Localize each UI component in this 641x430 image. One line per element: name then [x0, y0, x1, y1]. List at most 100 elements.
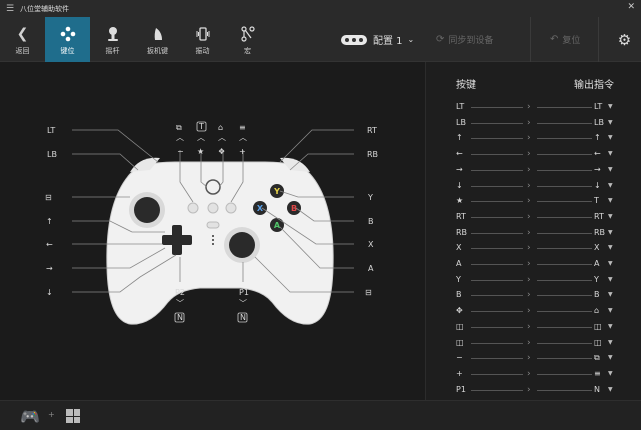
sync-label: 同步到设备 [448, 36, 494, 46]
tab-vibration[interactable]: 振动 [180, 17, 225, 62]
chevron-down-icon[interactable]: ▼ [608, 103, 613, 110]
trigger-label: 扳机键 [147, 46, 168, 55]
mapping-row: LB›LB▼ [426, 114, 641, 132]
chevron-down-icon[interactable]: ▼ [608, 291, 613, 299]
output-key[interactable]: ◫ [594, 337, 602, 347]
mapping-row: ←›←▼ [426, 145, 641, 163]
chevron-down-icon[interactable]: ▼ [608, 275, 613, 283]
joystick-icon [105, 24, 121, 44]
chevron-down-icon[interactable]: ▼ [608, 165, 613, 173]
output-key[interactable]: RT [594, 211, 604, 221]
star-icon: ★ [197, 147, 204, 156]
svg-text:︿: ︿ [176, 133, 184, 142]
connector-line [471, 264, 523, 265]
output-key[interactable]: ◫ [594, 321, 602, 331]
output-key[interactable]: Y [594, 274, 599, 284]
arrow-icon: › [527, 290, 531, 301]
tab-trigger[interactable]: 扳机键 [135, 17, 180, 62]
mapping-row: ★›T▼ [426, 192, 641, 210]
output-key[interactable]: LB [594, 117, 604, 127]
output-key[interactable]: LT [594, 102, 603, 111]
output-key[interactable]: ⧉ [594, 353, 600, 363]
input-key: RT [456, 211, 466, 221]
chevron-down-icon[interactable]: ▼ [608, 181, 613, 189]
output-key[interactable]: X [594, 243, 600, 253]
home-icon: ⌂ [218, 123, 223, 132]
mapping-row: LT›LT▼ [426, 98, 641, 116]
chevron-down-icon[interactable]: ▼ [608, 322, 613, 330]
output-key[interactable]: → [594, 164, 601, 174]
chevron-down-icon[interactable]: ▼ [608, 307, 613, 315]
connector-line [471, 326, 523, 328]
settings-gear-icon[interactable]: ⚙ [617, 30, 632, 49]
connector-line [471, 248, 523, 250]
chevron-down-icon[interactable]: ▼ [608, 197, 613, 205]
hamburger-icon[interactable]: ☰ [5, 3, 15, 14]
p2-badge: N [177, 313, 183, 322]
mapping-row: ↑›↑▼ [426, 129, 641, 147]
connector-line [471, 107, 523, 108]
input-key: + [456, 368, 463, 378]
label-y: Y [367, 193, 373, 202]
arrow-icon: › [527, 353, 531, 364]
label-b: B [368, 217, 374, 226]
arrow-icon: › [527, 274, 531, 285]
back-button[interactable]: ❮ 返回 [0, 17, 45, 62]
chevron-down-icon[interactable]: ▼ [608, 150, 613, 158]
capture-icon: ❖ [218, 147, 225, 156]
chevron-down-icon[interactable]: ▼ [608, 338, 613, 346]
output-key[interactable]: A [594, 259, 600, 268]
chevron-down-icon[interactable]: ▼ [608, 244, 613, 252]
output-key[interactable]: ← [594, 149, 601, 159]
plus-icon: + [239, 147, 246, 156]
minus-icon: − [177, 147, 184, 156]
screenshot-icon: ⧉ [176, 123, 182, 132]
input-key: B [456, 290, 462, 300]
label-lt: LT [47, 126, 55, 135]
connector-line [537, 107, 592, 108]
chevron-down-icon[interactable]: ▼ [608, 228, 613, 236]
arrow-icon: › [527, 164, 531, 175]
controller-diagram: Y B X A LT LB [45, 121, 378, 325]
connector-line [471, 358, 523, 360]
chevron-down-icon[interactable]: ▼ [608, 385, 613, 393]
chevron-down-icon[interactable]: ▼ [608, 354, 613, 362]
output-key[interactable]: B [594, 290, 600, 300]
output-key[interactable]: ↑ [594, 133, 601, 143]
arrow-icon: › [527, 227, 531, 238]
chevron-down-icon[interactable]: ▼ [608, 260, 613, 267]
chevron-left-icon: ❮ [16, 25, 29, 42]
chevron-down-icon[interactable]: ▼ [608, 369, 613, 377]
output-key[interactable]: N [594, 384, 600, 394]
chevron-down-icon[interactable]: ▼ [608, 212, 613, 220]
connector-line [537, 154, 592, 156]
chevron-down-icon[interactable]: ▼ [608, 134, 613, 142]
mapping-row: −›⧉▼ [426, 349, 641, 367]
output-key[interactable]: T [594, 196, 599, 206]
status-bar: 🎮 + [0, 400, 641, 430]
tab-macro[interactable]: 宏 [225, 17, 270, 62]
arrow-icon: › [527, 180, 531, 191]
output-key[interactable]: ⌂ [594, 306, 600, 316]
reset-button[interactable]: ↶ 复位 [550, 17, 580, 62]
undo-icon: ↶ [550, 34, 559, 45]
window-title: 八位堂辅助软件 [20, 4, 69, 13]
config-selector[interactable]: 配置 1 ⌄ [341, 17, 414, 62]
sync-button[interactable]: ⟳ 同步到设备 [436, 17, 493, 62]
tab-joystick[interactable]: 摇杆 [90, 17, 135, 62]
output-key[interactable]: ↓ [594, 180, 601, 190]
mapping-row: A›A▼ [426, 255, 641, 273]
connector-line [537, 295, 592, 297]
mapping-row: RB›RB▼ [426, 224, 641, 242]
close-icon[interactable]: ✕ [627, 2, 635, 12]
menu-icon: ≡ [239, 123, 246, 132]
tab-buttons[interactable]: 键位 [45, 17, 90, 62]
chevron-down-icon[interactable]: ▼ [608, 118, 613, 126]
arrow-icon: › [527, 243, 531, 254]
mapping-row: B › B ▼ [426, 286, 641, 304]
connector-line [471, 185, 523, 187]
output-key[interactable]: RB [594, 227, 606, 237]
mapping-sidebar: 按键 输出指令 LT›LT▼LB›LB▼↑›↑▼←›←▼→›→▼↓›↓▼★›T▼… [425, 62, 641, 410]
connector-line [537, 311, 592, 313]
output-key[interactable]: ≡ [594, 368, 601, 378]
